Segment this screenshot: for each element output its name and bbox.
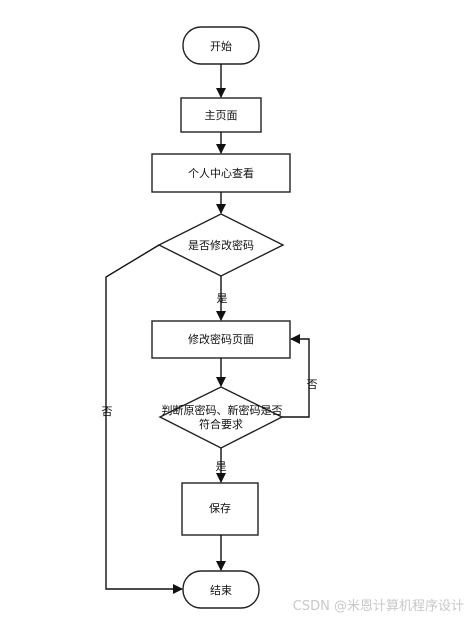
edge-validate-no-loop	[282, 334, 310, 418]
edge-label-no-loop: 否	[307, 378, 318, 391]
change-page-label: 修改密码页面	[188, 332, 254, 346]
save-node	[181, 482, 259, 536]
end-label: 结束	[210, 584, 232, 597]
edge-label-yes-1: 是	[217, 292, 228, 305]
start-label: 开始	[210, 39, 232, 53]
decision-change-label: 是否修改密码	[188, 238, 254, 252]
save-label: 保存	[209, 501, 231, 515]
end-node	[182, 570, 260, 609]
main-page-label: 主页面	[205, 109, 238, 122]
edge-label-no-skip: 否	[102, 405, 113, 418]
decision-valid-label-line2: 符合要求	[199, 417, 243, 431]
edge-decision-no-to-end	[105, 244, 183, 594]
watermark: CSDN @米恩计算机程序设计	[293, 599, 464, 614]
main-page-node	[180, 97, 262, 133]
profile-node	[151, 153, 291, 193]
change-password-page-node	[151, 320, 291, 359]
decision-valid-label-line1: 判断原密码、新密码是否	[162, 403, 283, 417]
profile-label: 个人中心查看	[188, 166, 254, 180]
edge-label-yes-2: 是	[216, 460, 227, 473]
